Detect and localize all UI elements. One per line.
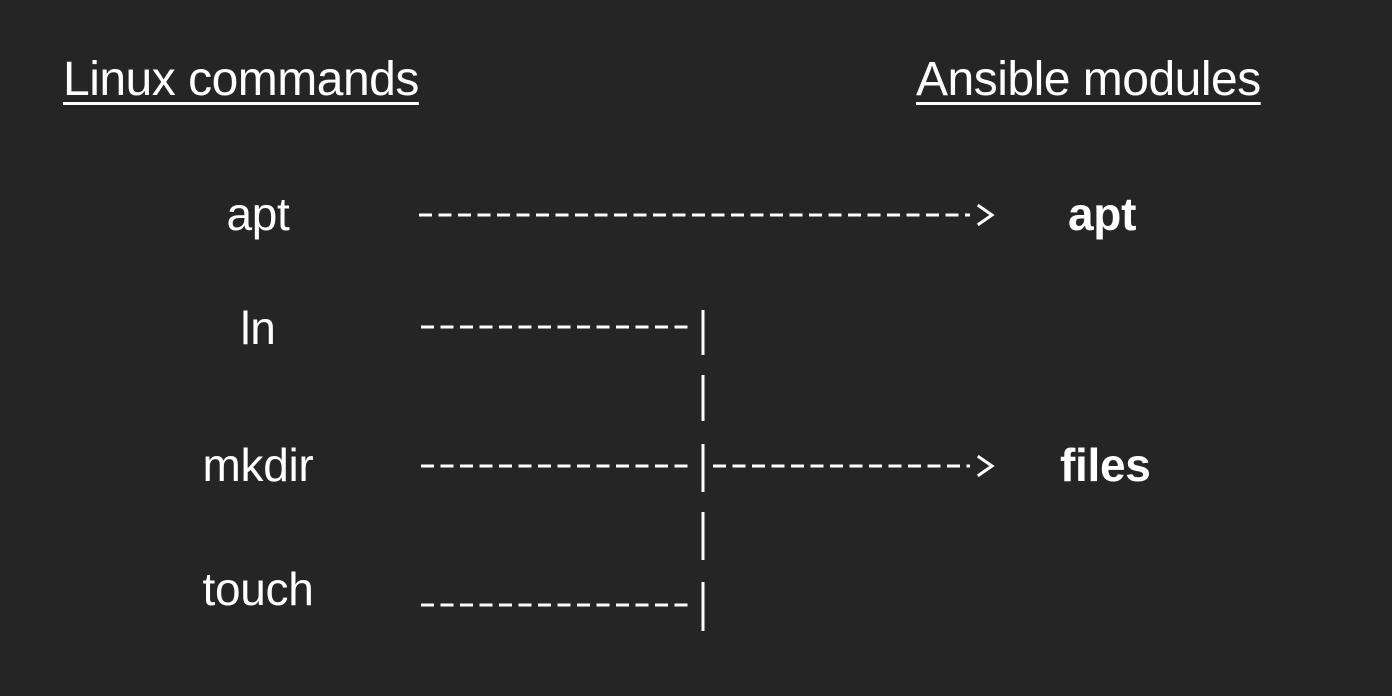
command-touch: touch — [202, 563, 314, 615]
command-ln: ln — [240, 302, 276, 354]
linux-commands-heading: Linux commands — [63, 53, 419, 106]
module-apt: apt — [1068, 188, 1137, 240]
ansible-modules-heading: Ansible modules — [916, 53, 1261, 106]
arrowhead-apt — [976, 203, 995, 227]
module-files: files — [1060, 439, 1151, 491]
command-mkdir: mkdir — [202, 439, 314, 491]
command-apt: apt — [226, 188, 290, 240]
arrowhead-files — [976, 454, 995, 478]
